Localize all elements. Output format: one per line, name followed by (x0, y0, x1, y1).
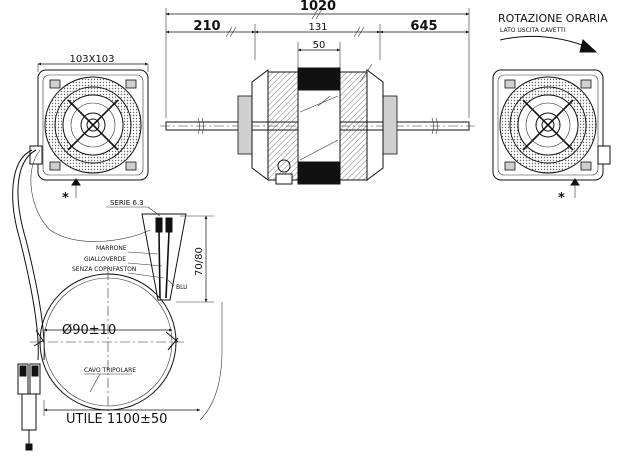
body-length-label: 131 (308, 22, 327, 33)
flange-size-label: 103X103 (69, 54, 114, 65)
motor-side-view (160, 63, 475, 185)
lead-length-label: 70/80 (194, 247, 205, 276)
tripolar-cable-label: CAVO TRIPOLARE (84, 367, 136, 374)
clockwise-arrow-icon (499, 35, 591, 49)
rotation-title: ROTAZIONE ORARIA (498, 12, 608, 25)
useful-length-label: UTILE 1100±50 (66, 412, 167, 427)
terminal-series-label: SERIE 6.3 (110, 199, 144, 207)
top-dimension-group: 1020 210 131 645 50 (165, 0, 470, 118)
left-reference-star: * (62, 191, 69, 206)
stator-width-label: 50 (313, 40, 326, 51)
no-cover-label: SENZA COPRIFASTON (72, 266, 136, 273)
right-end-view: * (492, 69, 611, 206)
overall-length-label: 1020 (300, 0, 336, 14)
brown-wire-label: MARRONE (96, 245, 127, 252)
yellow-green-wire-label: GIALLOVERDE (84, 256, 126, 263)
blue-wire-label: BLU (176, 284, 188, 291)
right-reference-star: * (558, 191, 565, 206)
rotation-subtitle: LATO USCITA CAVETTI (500, 27, 566, 34)
left-end-view: 103X103 * (29, 54, 149, 206)
rotation-note: ROTAZIONE ORARIA LATO USCITA CAVETTI (498, 12, 608, 53)
right-shaft-label: 645 (410, 19, 437, 34)
coil-diameter-label: Ø90±10 (62, 323, 116, 338)
cable-detail: Ø90±10 CAVO TRIPOLARE SERIE 6.3 MARRONE … (12, 149, 223, 451)
left-shaft-label: 210 (193, 19, 220, 34)
